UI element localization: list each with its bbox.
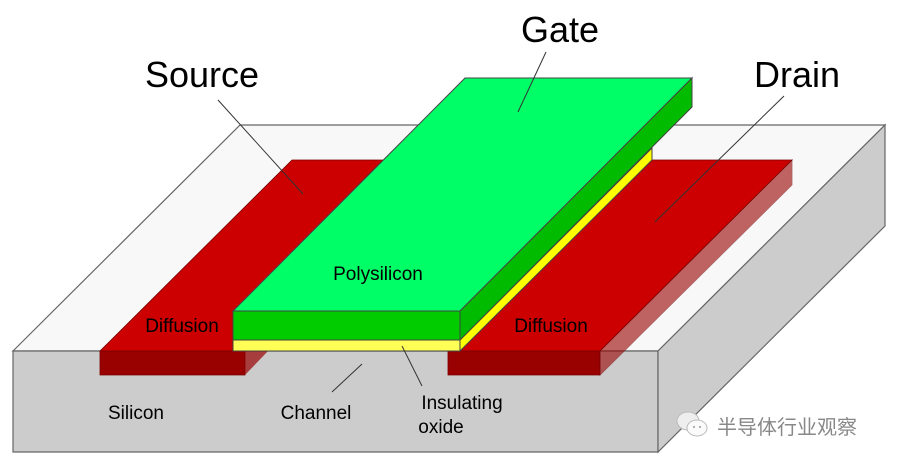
- drain-leader: [654, 95, 785, 223]
- source-leader: [217, 99, 304, 195]
- gate-front: [232, 310, 461, 341]
- watermark: 半导体行业观察: [675, 410, 857, 440]
- source-diffusion-front: [99, 350, 246, 376]
- oxide-label: oxide: [418, 417, 464, 438]
- channel-leader: [331, 363, 363, 393]
- gate-leader: [517, 51, 547, 113]
- drain-diffusion-front: [447, 350, 601, 376]
- oxide-front: [232, 339, 461, 352]
- drain-diffusion-side: [599, 159, 793, 376]
- source-label: Source: [144, 54, 260, 95]
- channel-label: Channel: [280, 403, 352, 424]
- watermark-text: 半导体行业观察: [717, 416, 857, 439]
- silicon-right-face: [657, 123, 886, 454]
- source-diffusion-shadow: [245, 351, 268, 375]
- gate-side: [459, 76, 693, 342]
- diffusion-right-label: Diffusion: [514, 316, 588, 337]
- diffusion-left-label: Diffusion: [145, 316, 219, 337]
- gate-label: Gate: [520, 9, 600, 50]
- insulating-label: Insulating: [421, 393, 503, 414]
- silicon-label: Silicon: [108, 403, 164, 424]
- wechat-icon: [676, 411, 708, 437]
- oxide-leader: [401, 345, 423, 387]
- polysilicon-label: Polysilicon: [333, 264, 423, 285]
- drain-label: Drain: [753, 54, 841, 95]
